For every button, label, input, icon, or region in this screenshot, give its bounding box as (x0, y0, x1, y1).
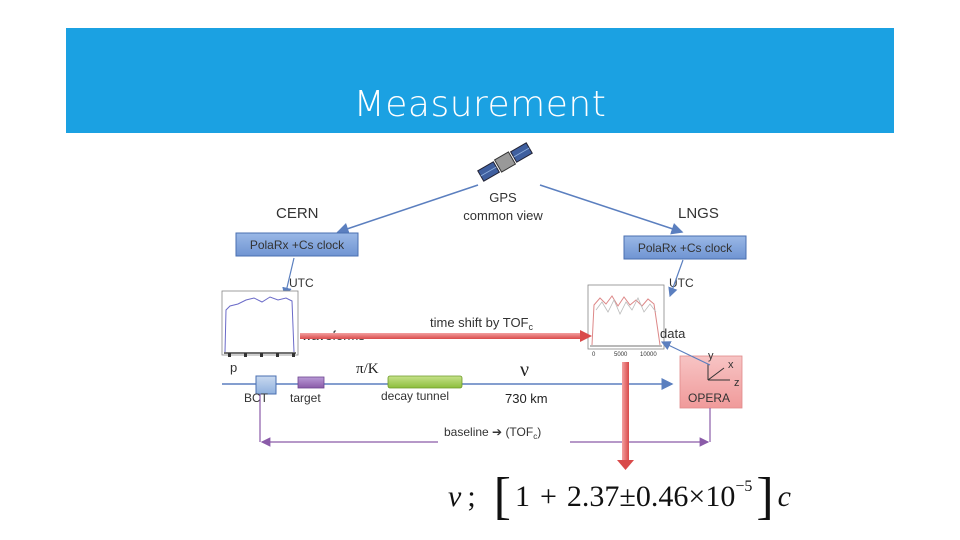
lngs-clock-label: PolaRx +Cs clock (638, 241, 733, 255)
result-bar (622, 362, 629, 462)
cern-clock-label: PolaRx +Cs clock (250, 238, 345, 252)
target-label: target (290, 391, 321, 405)
axis-y-label: y (708, 350, 714, 362)
data-tick-3: 10000 (640, 352, 657, 358)
formula-plus: + (540, 480, 557, 513)
opera-to-data-arrow (660, 341, 711, 366)
formula-times: × (688, 480, 706, 513)
formula-value: 2.37 (566, 480, 620, 513)
velocity-formula: v ; [ 1 + 2.37 ± 0.46 × 10−5 ] c (448, 468, 791, 525)
gps-label-line2: common view (463, 208, 543, 223)
nu-label: ν (520, 359, 529, 381)
decay-tunnel-label: decay tunnel (381, 389, 449, 403)
time-shift-arrowhead (580, 330, 592, 342)
target-block (297, 376, 325, 389)
cern-label: CERN (276, 205, 319, 222)
bct-label: BCT (244, 391, 269, 405)
data-label: data (660, 326, 686, 341)
lngs-utc-line (668, 259, 684, 298)
formula-variable: v (448, 480, 462, 513)
satellite-icon (477, 142, 533, 182)
slide-title: Measurement (353, 84, 607, 125)
cern-utc-line (282, 257, 295, 298)
decay-tunnel-block (387, 375, 463, 389)
gps-label-line1: GPS (489, 190, 517, 205)
baseline-label: baseline ➔ (TOFc) (444, 425, 541, 441)
formula-plusminus: ± (619, 480, 636, 513)
formula-exponent: −5 (735, 478, 753, 495)
formula-relation: ; (467, 480, 476, 513)
opera-label: OPERA (688, 391, 730, 405)
data-tick-2: 5000 (614, 352, 628, 358)
formula-one: 1 (515, 480, 530, 513)
data-tick-1: 0 (592, 352, 596, 358)
gps-to-lngs-arrow (539, 184, 684, 235)
formula-open-bracket: [ (493, 468, 511, 525)
formula-base: 10 (705, 480, 736, 513)
formula-error: 0.46 (635, 480, 689, 513)
opera-box (679, 355, 743, 409)
formula-c: c (777, 480, 791, 513)
coordinate-axes-icon (707, 364, 730, 381)
distance-label: 730 km (505, 391, 548, 406)
title-banner: Measurement (66, 28, 894, 133)
formula-close-bracket: ] (756, 468, 774, 525)
bct-block (255, 375, 277, 395)
axis-z-label: z (734, 377, 740, 389)
cern-clock-box (235, 232, 359, 257)
lngs-data-plot: 0 5000 10000 (587, 284, 665, 358)
time-shift-label: time shift by TOFc (430, 315, 534, 332)
lngs-label: LNGS (678, 205, 719, 222)
lngs-clock-box (623, 235, 747, 260)
cern-utc-label: UTC (289, 276, 314, 290)
cern-waveform-plot (221, 290, 299, 357)
time-shift-bar (300, 333, 580, 339)
result-arrowhead (617, 460, 634, 470)
p-label: p (230, 360, 237, 375)
axis-x-label: x (728, 359, 734, 371)
pi-k-label: π/K (356, 361, 379, 377)
gps-to-cern-arrow (336, 184, 479, 235)
